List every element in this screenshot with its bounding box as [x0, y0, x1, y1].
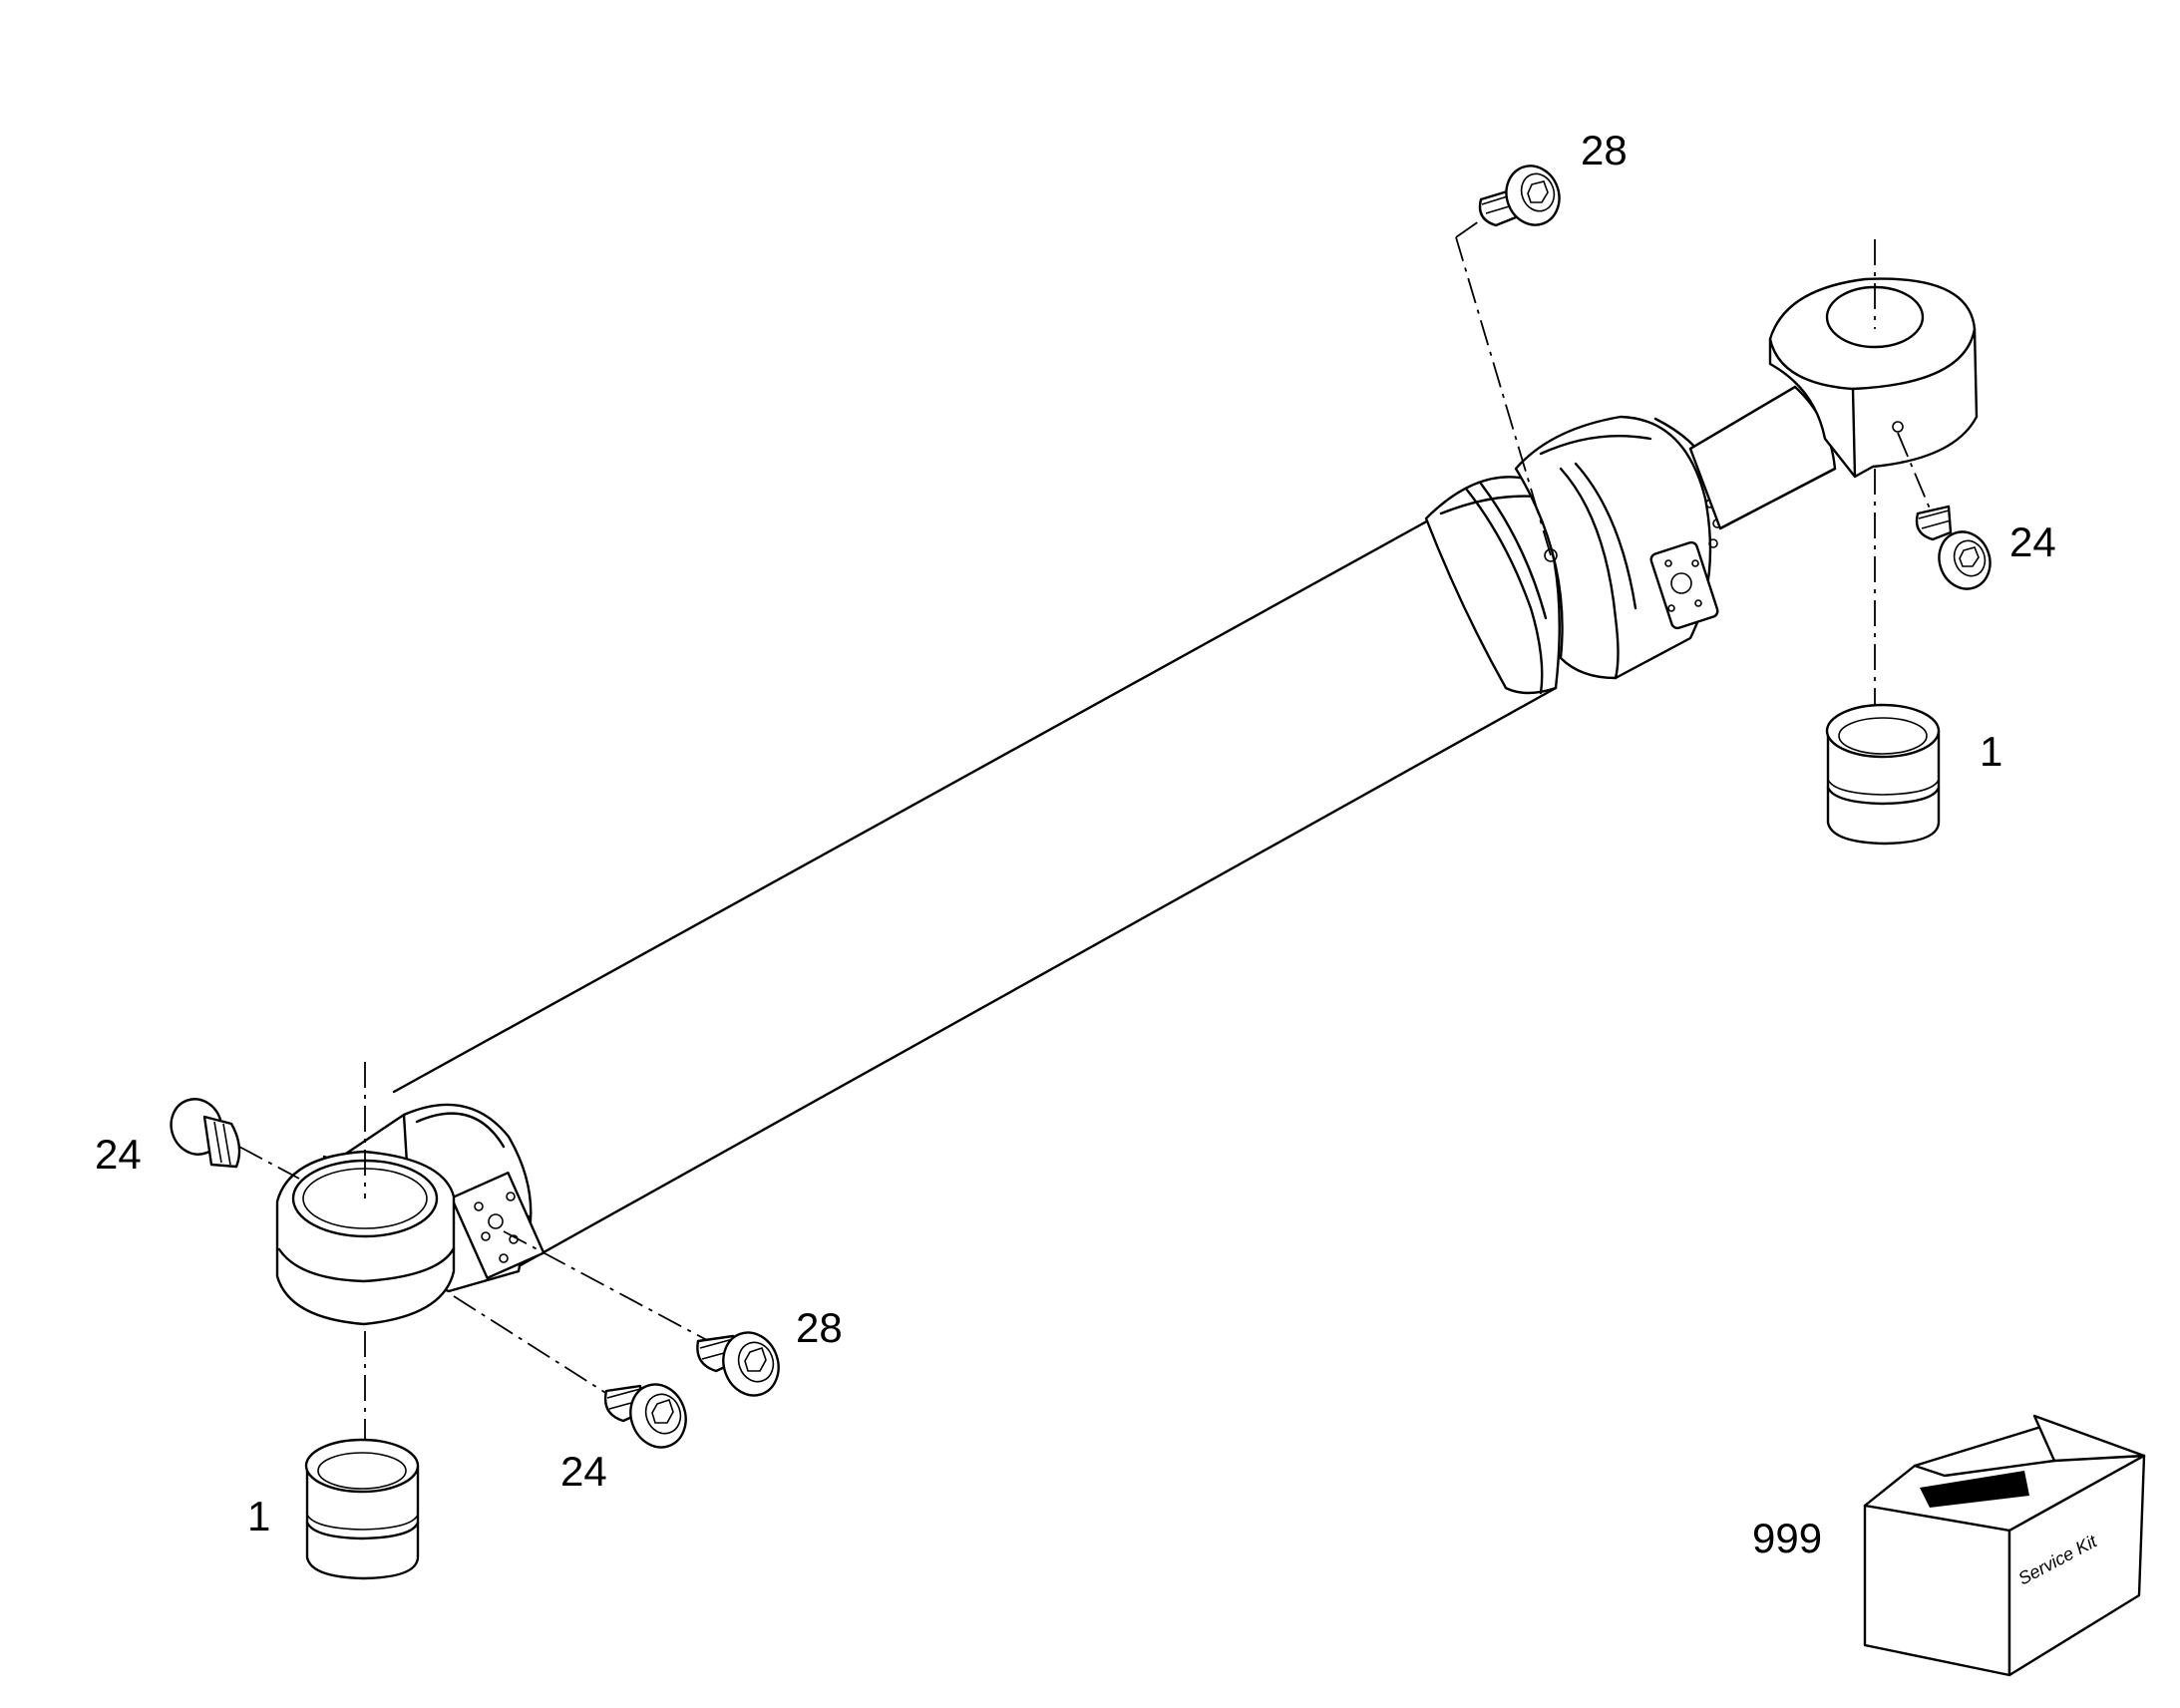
callout-24-left-bottom: 24 — [560, 1448, 607, 1495]
screw-24-left-top — [170, 1098, 241, 1169]
base-eye — [275, 1150, 545, 1326]
callout-28-top: 28 — [1581, 127, 1628, 173]
plug-28-top — [1478, 165, 1561, 227]
screw-24-left-bottom — [603, 1383, 687, 1449]
callout-1-left: 1 — [247, 1493, 270, 1539]
callout-24-right: 24 — [2009, 518, 2056, 565]
cylinder-barrel — [392, 512, 1558, 1268]
cylinder-head-gland — [1424, 415, 1722, 695]
leader-lines — [238, 208, 1931, 1456]
screw-24-right — [1915, 505, 1992, 590]
bushing-1-right — [1825, 703, 1941, 846]
plug-28-left — [696, 1331, 780, 1397]
callout-24-left-top: 24 — [95, 1131, 142, 1178]
callout-1-right: 1 — [1980, 728, 2002, 775]
bushing-1-left — [304, 1438, 420, 1580]
rod-eye — [1768, 277, 1979, 479]
callout-28-left: 28 — [796, 1304, 843, 1351]
callout-999: 999 — [1752, 1515, 1822, 1561]
cardboard-box-icon — [1863, 1414, 2146, 1677]
